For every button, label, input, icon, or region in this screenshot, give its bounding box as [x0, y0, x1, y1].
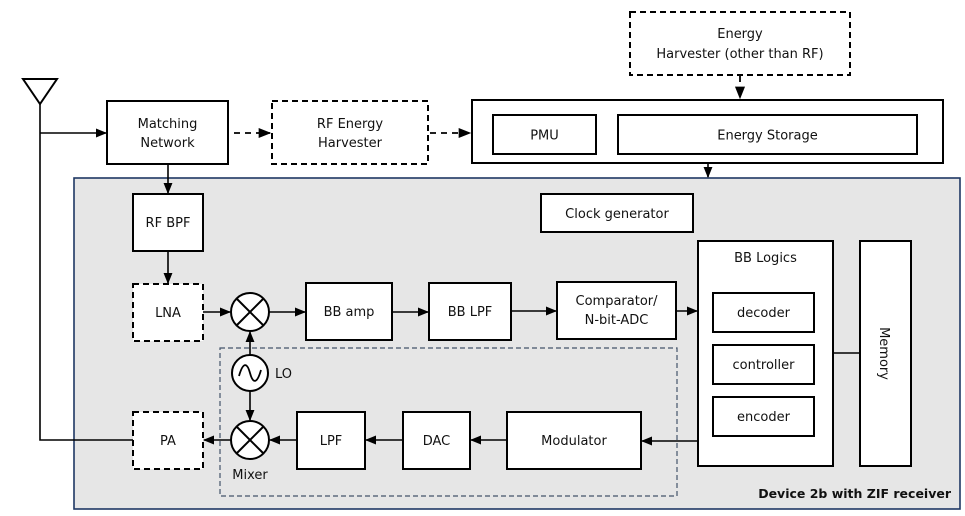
encoder-block: [712, 396, 815, 437]
pmu-block: PMU: [492, 114, 597, 155]
memory-label: Memory: [876, 327, 891, 380]
lo-label: LO: [275, 367, 292, 382]
decoder-label: decoder: [737, 306, 791, 321]
clock-generator-label: Clock generator: [565, 207, 669, 222]
lo-oscillator-icon: [231, 354, 269, 392]
rf-energy-harvester-line1: RF Energy: [317, 117, 383, 132]
encoder-label: encoder: [737, 410, 791, 425]
matching-network-block: Matching Network: [106, 100, 229, 165]
energy-storage-label: Energy Storage: [717, 129, 818, 144]
antenna-icon: [21, 78, 59, 106]
comparator-adc-block: Comparator/ N-bit-ADC: [556, 281, 677, 340]
memory-block: Memory: [859, 240, 912, 467]
other-energy-harvester-line2: Harvester (other than RF): [656, 47, 823, 62]
other-energy-harvester-line1: Energy: [717, 27, 763, 42]
bb-amp-block: BB amp: [305, 282, 393, 341]
mixer-label: Mixer: [232, 468, 268, 483]
matching-network-line1: Matching: [138, 117, 198, 132]
bb-logics-title: BB Logics: [734, 251, 797, 266]
device-title: Device 2b with ZIF receiver: [758, 486, 952, 501]
lna-block: LNA: [132, 283, 204, 342]
pa-block: PA: [132, 411, 204, 470]
tx-mixer-icon: [230, 420, 270, 460]
modulator-label: Modulator: [541, 434, 607, 449]
bb-lpf-block: BB LPF: [428, 282, 512, 341]
energy-storage-block: Energy Storage: [617, 114, 918, 155]
antenna-feed-line: [39, 104, 136, 441]
rf-bpf-block: RF BPF: [132, 193, 204, 252]
dac-label: DAC: [423, 434, 451, 449]
tx-region-dashed: [219, 347, 678, 497]
decoder-block: [712, 292, 815, 333]
matching-network-line2: Network: [140, 136, 195, 151]
clock-generator-block: Clock generator: [540, 193, 694, 233]
lpf-block: LPF: [296, 411, 366, 470]
pmu-label: PMU: [530, 129, 559, 144]
lpf-label: LPF: [320, 434, 343, 449]
pa-label: PA: [160, 434, 176, 449]
dac-block: DAC: [402, 411, 471, 470]
bb-amp-label: BB amp: [324, 305, 375, 320]
comparator-line1: Comparator/: [576, 294, 659, 309]
lna-label: LNA: [155, 306, 181, 321]
bb-logics-block: BB Logics decoder controller encoder: [697, 240, 834, 467]
modulator-block: Modulator: [506, 411, 642, 470]
rf-bpf-label: RF BPF: [146, 216, 191, 231]
controller-block: [712, 344, 815, 385]
other-energy-harvester-block: Energy Harvester (other than RF): [629, 11, 851, 76]
controller-label: controller: [732, 358, 795, 373]
comparator-line2: N-bit-ADC: [585, 313, 649, 328]
rf-energy-harvester-block: RF Energy Harvester: [271, 100, 429, 165]
rx-mixer-icon: [230, 292, 270, 332]
rf-energy-harvester-line2: Harvester: [318, 136, 383, 151]
bb-lpf-label: BB LPF: [448, 305, 493, 320]
